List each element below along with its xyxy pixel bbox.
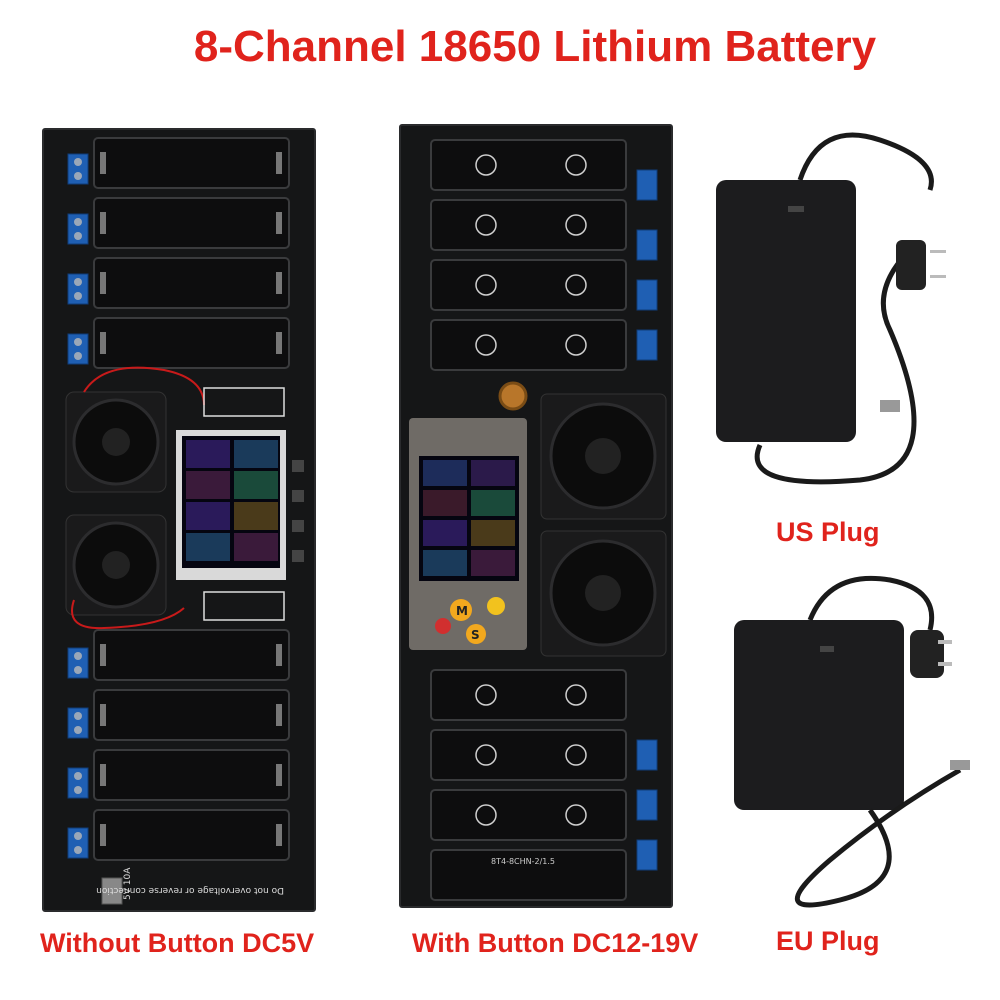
- right-charger-board: M S 8T4-8CHN-2/1.5: [399, 124, 673, 908]
- caption-right-board: With Button DC12-19V: [412, 928, 699, 958]
- page-title: 8-Channel 18650 Lithium Battery: [193, 22, 877, 71]
- left-charger-board: 5V 10A Do not overvoltage or reverse con…: [42, 128, 316, 912]
- fan-3: [540, 393, 667, 520]
- caption-us-plug: US Plug: [776, 517, 880, 547]
- fan-4: [540, 530, 667, 657]
- left-board-art: 5V 10A Do not overvoltage or reverse con…: [65, 137, 304, 905]
- eu-power-adapter: [734, 575, 970, 908]
- power-label: 5V 10A: [123, 867, 133, 900]
- right-board-art: M S 8T4-8CHN-2/1.5: [409, 139, 667, 901]
- fan-2: [65, 514, 167, 616]
- model-label: 8T4-8CHN-2/1.5: [491, 857, 555, 866]
- us-power-adapter: [716, 132, 946, 485]
- m-button-label[interactable]: M: [456, 604, 468, 618]
- caption-eu-plug: EU Plug: [776, 926, 880, 956]
- battery-slot-1: [93, 137, 290, 861]
- caption-left-board: Without Button DC5V: [40, 928, 315, 958]
- s-button-label[interactable]: S: [471, 628, 480, 642]
- fan-1: [65, 391, 167, 493]
- bottom-warning-text: Do not overvoltage or reverse connection: [96, 885, 284, 895]
